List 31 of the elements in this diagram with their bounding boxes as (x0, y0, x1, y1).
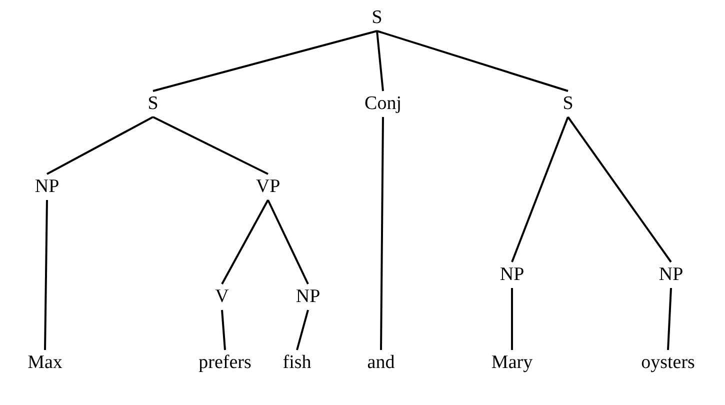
tree-branch (152, 30, 378, 92)
leaf-word: prefers (196, 350, 254, 376)
leaf-word: Max (26, 350, 64, 376)
tree-branch (46, 116, 154, 175)
leaf-word: Mary (489, 350, 535, 376)
category-label: V (213, 284, 231, 310)
category-label: NP (32, 174, 62, 200)
category-label: NP (656, 262, 686, 288)
tree-branch (152, 116, 268, 175)
tree-branch (296, 310, 309, 350)
tree-branch (376, 30, 384, 92)
tree-branch (567, 116, 672, 263)
category-label: S (146, 91, 160, 117)
category-label: VP (254, 174, 282, 200)
category-label: NP (294, 284, 322, 310)
tree-branch (380, 117, 384, 350)
tree-branch (221, 200, 269, 284)
category-label: S (370, 5, 384, 31)
category-label: NP (498, 262, 526, 288)
tree-branch (44, 200, 48, 350)
leaf-word: fish (280, 350, 314, 376)
tree-branch (376, 30, 568, 92)
tree-branch (267, 200, 309, 284)
tree-branch (221, 310, 226, 350)
category-label: S (560, 91, 576, 117)
tree-branch (667, 288, 672, 350)
category-label: Conj (362, 91, 404, 117)
leaf-word: oysters (639, 350, 697, 376)
tree-branch (511, 288, 513, 350)
tree-branch (511, 116, 569, 262)
leaf-word: and (365, 350, 397, 376)
